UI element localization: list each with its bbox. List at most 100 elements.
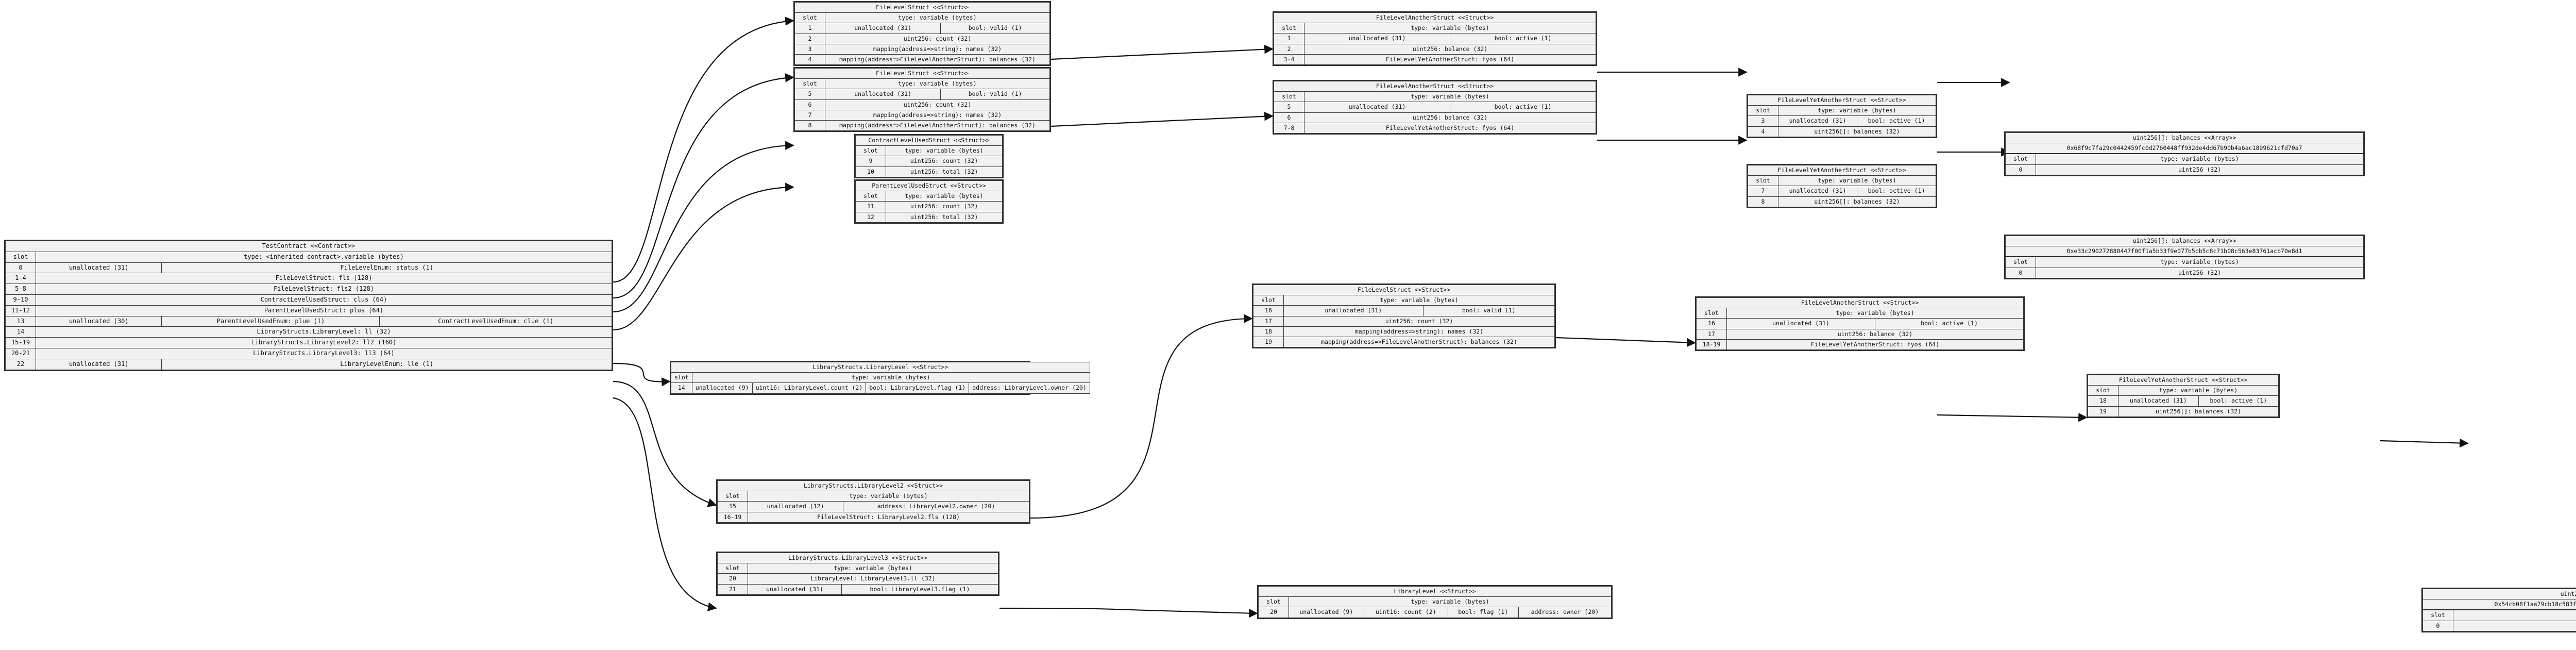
node-title-row: FileLevelAnotherStruct <<Struct>>: [1274, 80, 1596, 92]
node-title-row: FileLevelStruct <<Struct>>: [794, 68, 1050, 79]
node-array1[interactable]: uint256[]: balances <<Array>>0x68f9c7fa2…: [2004, 131, 2365, 176]
node-fileLevelYetAnother1[interactable]: FileLevelYetAnotherStruct <<Struct>>slot…: [1747, 94, 1937, 138]
node-libraryLevel3[interactable]: LibraryStructs.LibraryLevel3 <<Struct>>s…: [716, 552, 999, 596]
node-title: FileLevelStruct <<Struct>>: [794, 68, 1050, 79]
slot-cell: 5: [794, 89, 825, 100]
node-array2[interactable]: uint256[]: balances <<Array>>0xe33c29027…: [2004, 235, 2365, 279]
node-title: FileLevelAnotherStruct <<Struct>>: [1274, 12, 1596, 24]
node-title-row: LibraryStructs.LibraryLevel2 <<Struct>>: [717, 480, 1029, 492]
slot-cell: 20: [717, 573, 748, 585]
node-libraryLevel2[interactable]: LibraryStructs.LibraryLevel2 <<Struct>>s…: [716, 479, 1030, 524]
col-header-slot: slot: [2005, 153, 2036, 165]
variable-cell: unallocated (31): [1778, 115, 1857, 127]
slot-cell: 0: [2422, 620, 2453, 631]
variable-cell: unallocated (31): [824, 89, 941, 100]
col-header-slot: slot: [794, 12, 825, 24]
node-fileLevelYetAnother3[interactable]: FileLevelYetAnotherStruct <<Struct>>slot…: [2087, 374, 2280, 418]
variable-cell: bool: active (1): [1857, 115, 1936, 127]
variable-cell: bool: flag (1): [1447, 607, 1519, 618]
node-title-row: FileLevelYetAnotherStruct <<Struct>>: [1748, 94, 1936, 106]
edge-ll3-ll: [999, 607, 1258, 618]
variable-cell: unallocated (9): [1289, 607, 1364, 618]
node-fileLevelYetAnother2[interactable]: FileLevelYetAnotherStruct <<Struct>>slot…: [1747, 164, 1937, 208]
node-array3[interactable]: uint256[]: balances <<Array>>0x54cb08f1a…: [2421, 588, 2576, 632]
uml-table: LibraryStructs.LibraryLevel2 <<Struct>>s…: [717, 480, 1029, 523]
node-title-row: uint256[]: balances <<Array>>: [2422, 588, 2576, 600]
slot-cell: 5: [1274, 102, 1304, 113]
node-subtitle-row: 0x54cb08f1aa79cb18c583fd3bdc921e748aed4b…: [2422, 599, 2576, 611]
variable-cell: bool: valid (1): [940, 23, 1050, 34]
node-title: LibraryLevel <<Struct>>: [1258, 586, 1612, 597]
slot-cell: 7: [1748, 186, 1778, 197]
slot-cell: 16: [1696, 318, 1727, 329]
slot-cell: 0: [2005, 267, 2036, 278]
slot-cell: 19: [1253, 337, 1284, 348]
edge-ll2: [613, 380, 717, 507]
node-libraryLevel14[interactable]: LibraryStructs.LibraryLevel <<Struct>>sl…: [670, 361, 1090, 395]
